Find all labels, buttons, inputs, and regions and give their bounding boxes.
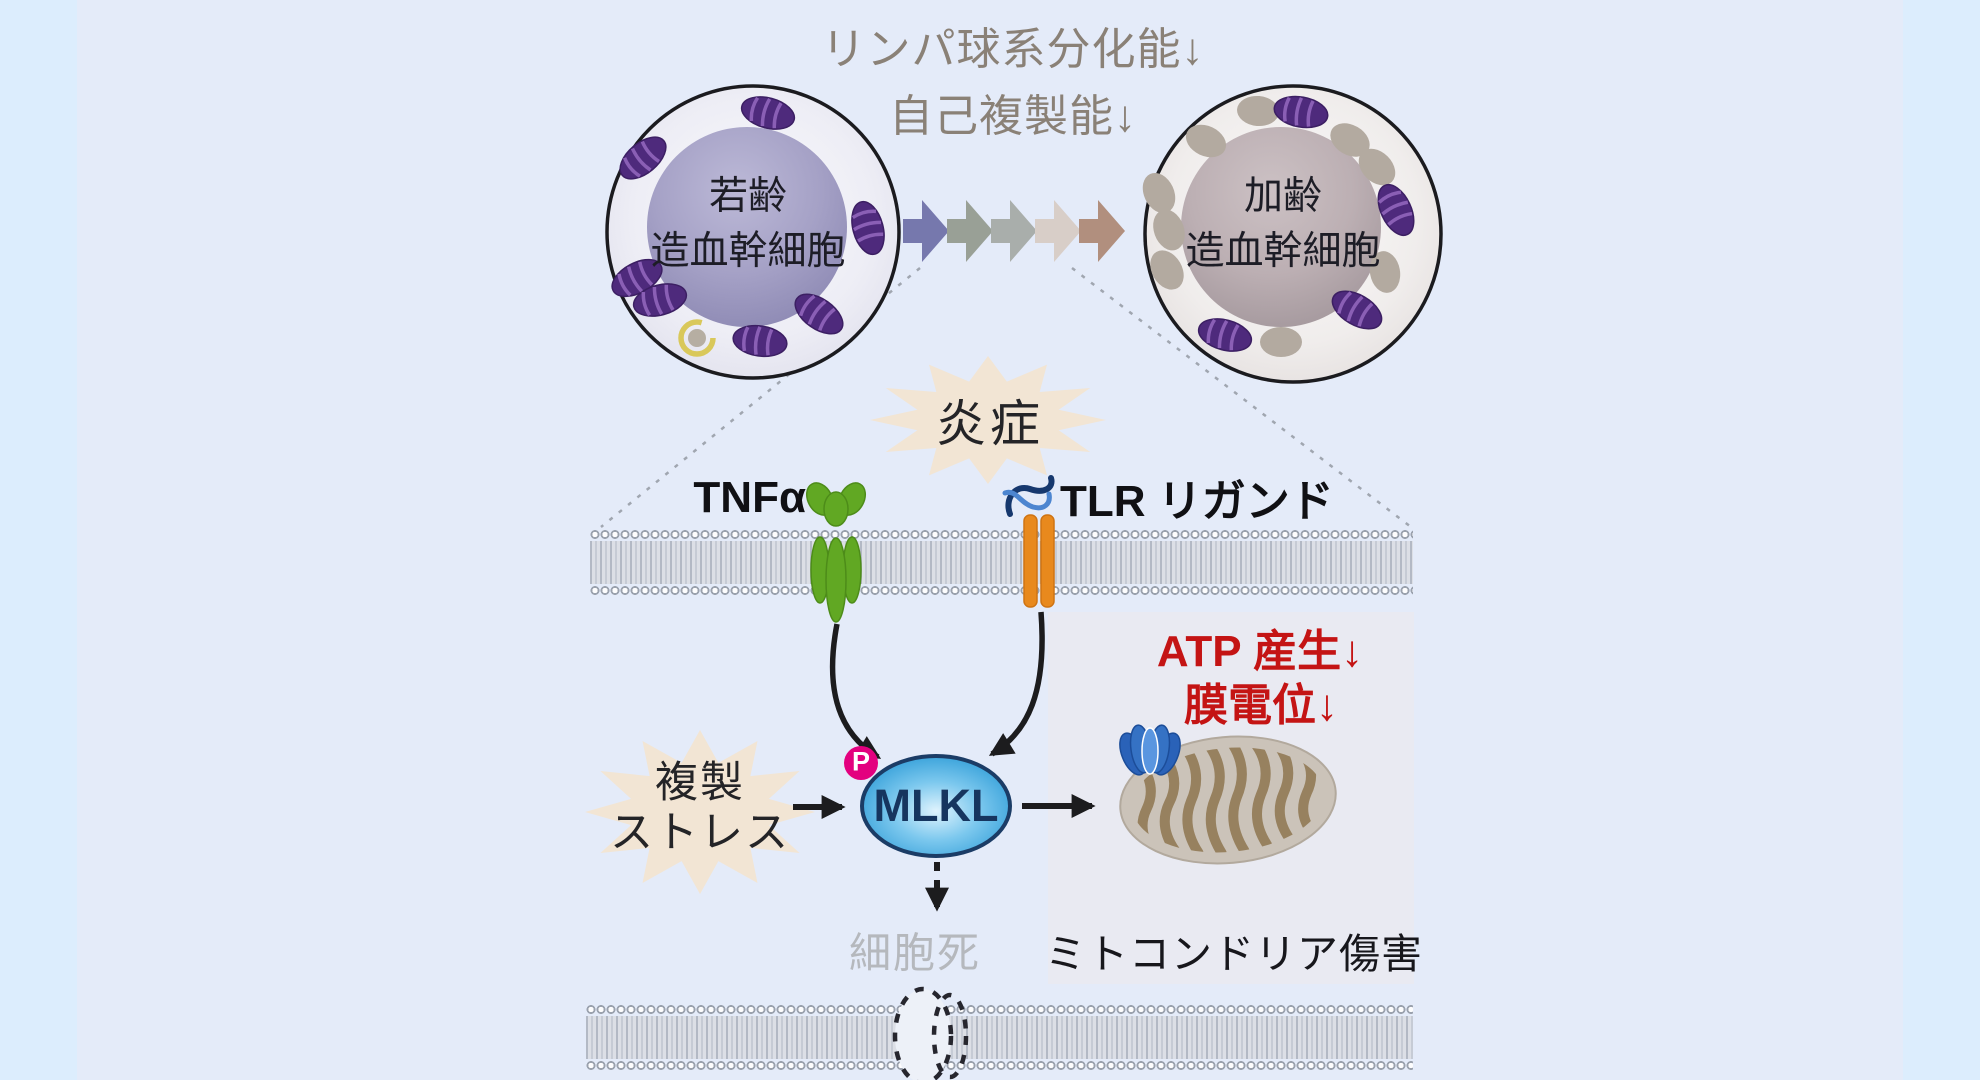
transition-arrow-2: [947, 200, 993, 262]
tlr-bar-right: [1040, 514, 1055, 608]
membrane-pore: [892, 986, 969, 1080]
mlkl-node: [844, 746, 1012, 858]
phospho-badge: [844, 746, 878, 780]
top-caption-line1: リンパ球系分化能↓: [821, 25, 1205, 74]
top-caption-line2: 自己複製能↓: [889, 92, 1137, 141]
young-cell-label-line1: 若齢: [708, 175, 788, 218]
tlr-ligand-icon: [1002, 475, 1055, 517]
tnf-label: TNFα: [693, 473, 806, 522]
aging-transition-arrows: [903, 200, 1125, 262]
transition-arrow-4: [1035, 200, 1081, 262]
membrane-potential-decrease-label: 膜電位↓: [1184, 681, 1338, 730]
cell-death-label: 細胞死: [848, 929, 982, 977]
aged-hsc-cell: [1136, 84, 1443, 384]
replication-stress-line2: ストレス: [610, 809, 790, 857]
tlr-receptor: [1023, 514, 1055, 608]
plasma-membrane-bottom: [586, 1003, 1413, 1072]
lipid-heads-row: [590, 528, 1413, 541]
signal-arrows: [793, 611, 1096, 912]
atp-decrease-label: ATP 産生↓: [1156, 627, 1364, 676]
transition-arrow-5: [1079, 200, 1125, 262]
tnf-to-mlkl-arrow: [829, 623, 882, 760]
aged-nucleus: [1181, 127, 1381, 327]
aged-cell-label-line1: 加齢: [1243, 175, 1323, 218]
aged-cell-label-line2: 造血幹細胞: [1185, 230, 1381, 273]
tlr-to-mlkl-arrow: [988, 611, 1045, 757]
lipid-tails-band: [586, 1016, 1413, 1059]
young-cell-label: 若齢 造血幹細胞: [650, 169, 845, 279]
mitochondrion: [1119, 735, 1337, 865]
zoom-guide-lines: [600, 267, 1412, 528]
transition-arrow-3: [991, 200, 1037, 262]
inflammation-label: 炎症: [936, 396, 1044, 452]
replication-stress-line1: 複製: [655, 759, 745, 807]
young-hsc-cell: [604, 84, 901, 380]
mlkl-label: MLKL: [873, 780, 999, 831]
tlr-bar-left: [1023, 514, 1038, 608]
mlkl-oligomer: [1119, 724, 1181, 776]
plasma-membrane-top: [590, 528, 1413, 597]
lipid-heads-row: [586, 1003, 1413, 1016]
autophagosome-icon: [678, 319, 716, 357]
young-cell-label-line2: 造血幹細胞: [650, 230, 846, 273]
transition-arrow-1: [903, 200, 949, 262]
phospho-label: P: [851, 746, 871, 777]
aged-cell-label: 加齢 造血幹細胞: [1185, 169, 1380, 279]
lipid-heads-row: [590, 584, 1413, 597]
tnf-receptor: [805, 482, 867, 623]
young-nucleus: [647, 127, 847, 327]
lipid-tails-band: [590, 541, 1413, 584]
mitochondria-damage-label: ミトコンドリア傷害: [1045, 931, 1423, 977]
replication-stress-label: 複製 ストレス: [610, 758, 790, 858]
tlr-label: TLR リガンド: [1060, 477, 1334, 526]
lipid-heads-row: [586, 1059, 1413, 1072]
